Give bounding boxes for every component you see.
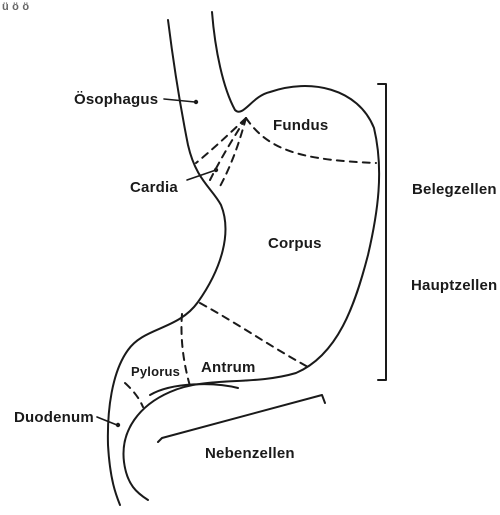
- duodenum-boundary: [125, 383, 143, 407]
- duodenum-leader: [97, 417, 117, 425]
- label-antrum: Antrum: [201, 359, 256, 376]
- cardia-boundary-1: [196, 118, 246, 163]
- stomach-outer-wall: [123, 12, 379, 500]
- label-fundus: Fundus: [273, 117, 328, 134]
- label-belegzellen: Belegzellen: [412, 181, 497, 198]
- right-bracket: [378, 84, 386, 380]
- label-hauptzellen: Hauptzellen: [411, 277, 497, 294]
- pylorus-boundary: [181, 314, 190, 386]
- header-fragment: ü ö ö: [2, 1, 29, 13]
- bottom-bracket: [158, 395, 325, 442]
- duodenum-dot: [116, 423, 120, 427]
- oesophagus-dot: [194, 100, 198, 104]
- label-duodenum: Duodenum: [14, 409, 94, 426]
- antrum-boundary: [200, 303, 308, 367]
- cardia-boundary-3: [218, 118, 246, 190]
- label-corpus: Corpus: [268, 235, 322, 252]
- label-nebenzellen: Nebenzellen: [205, 445, 295, 462]
- label-pylorus: Pylorus: [131, 364, 180, 379]
- label-oesophagus: Ösophagus: [74, 91, 158, 108]
- label-cardia: Cardia: [130, 179, 178, 196]
- cardia-dot: [214, 168, 218, 172]
